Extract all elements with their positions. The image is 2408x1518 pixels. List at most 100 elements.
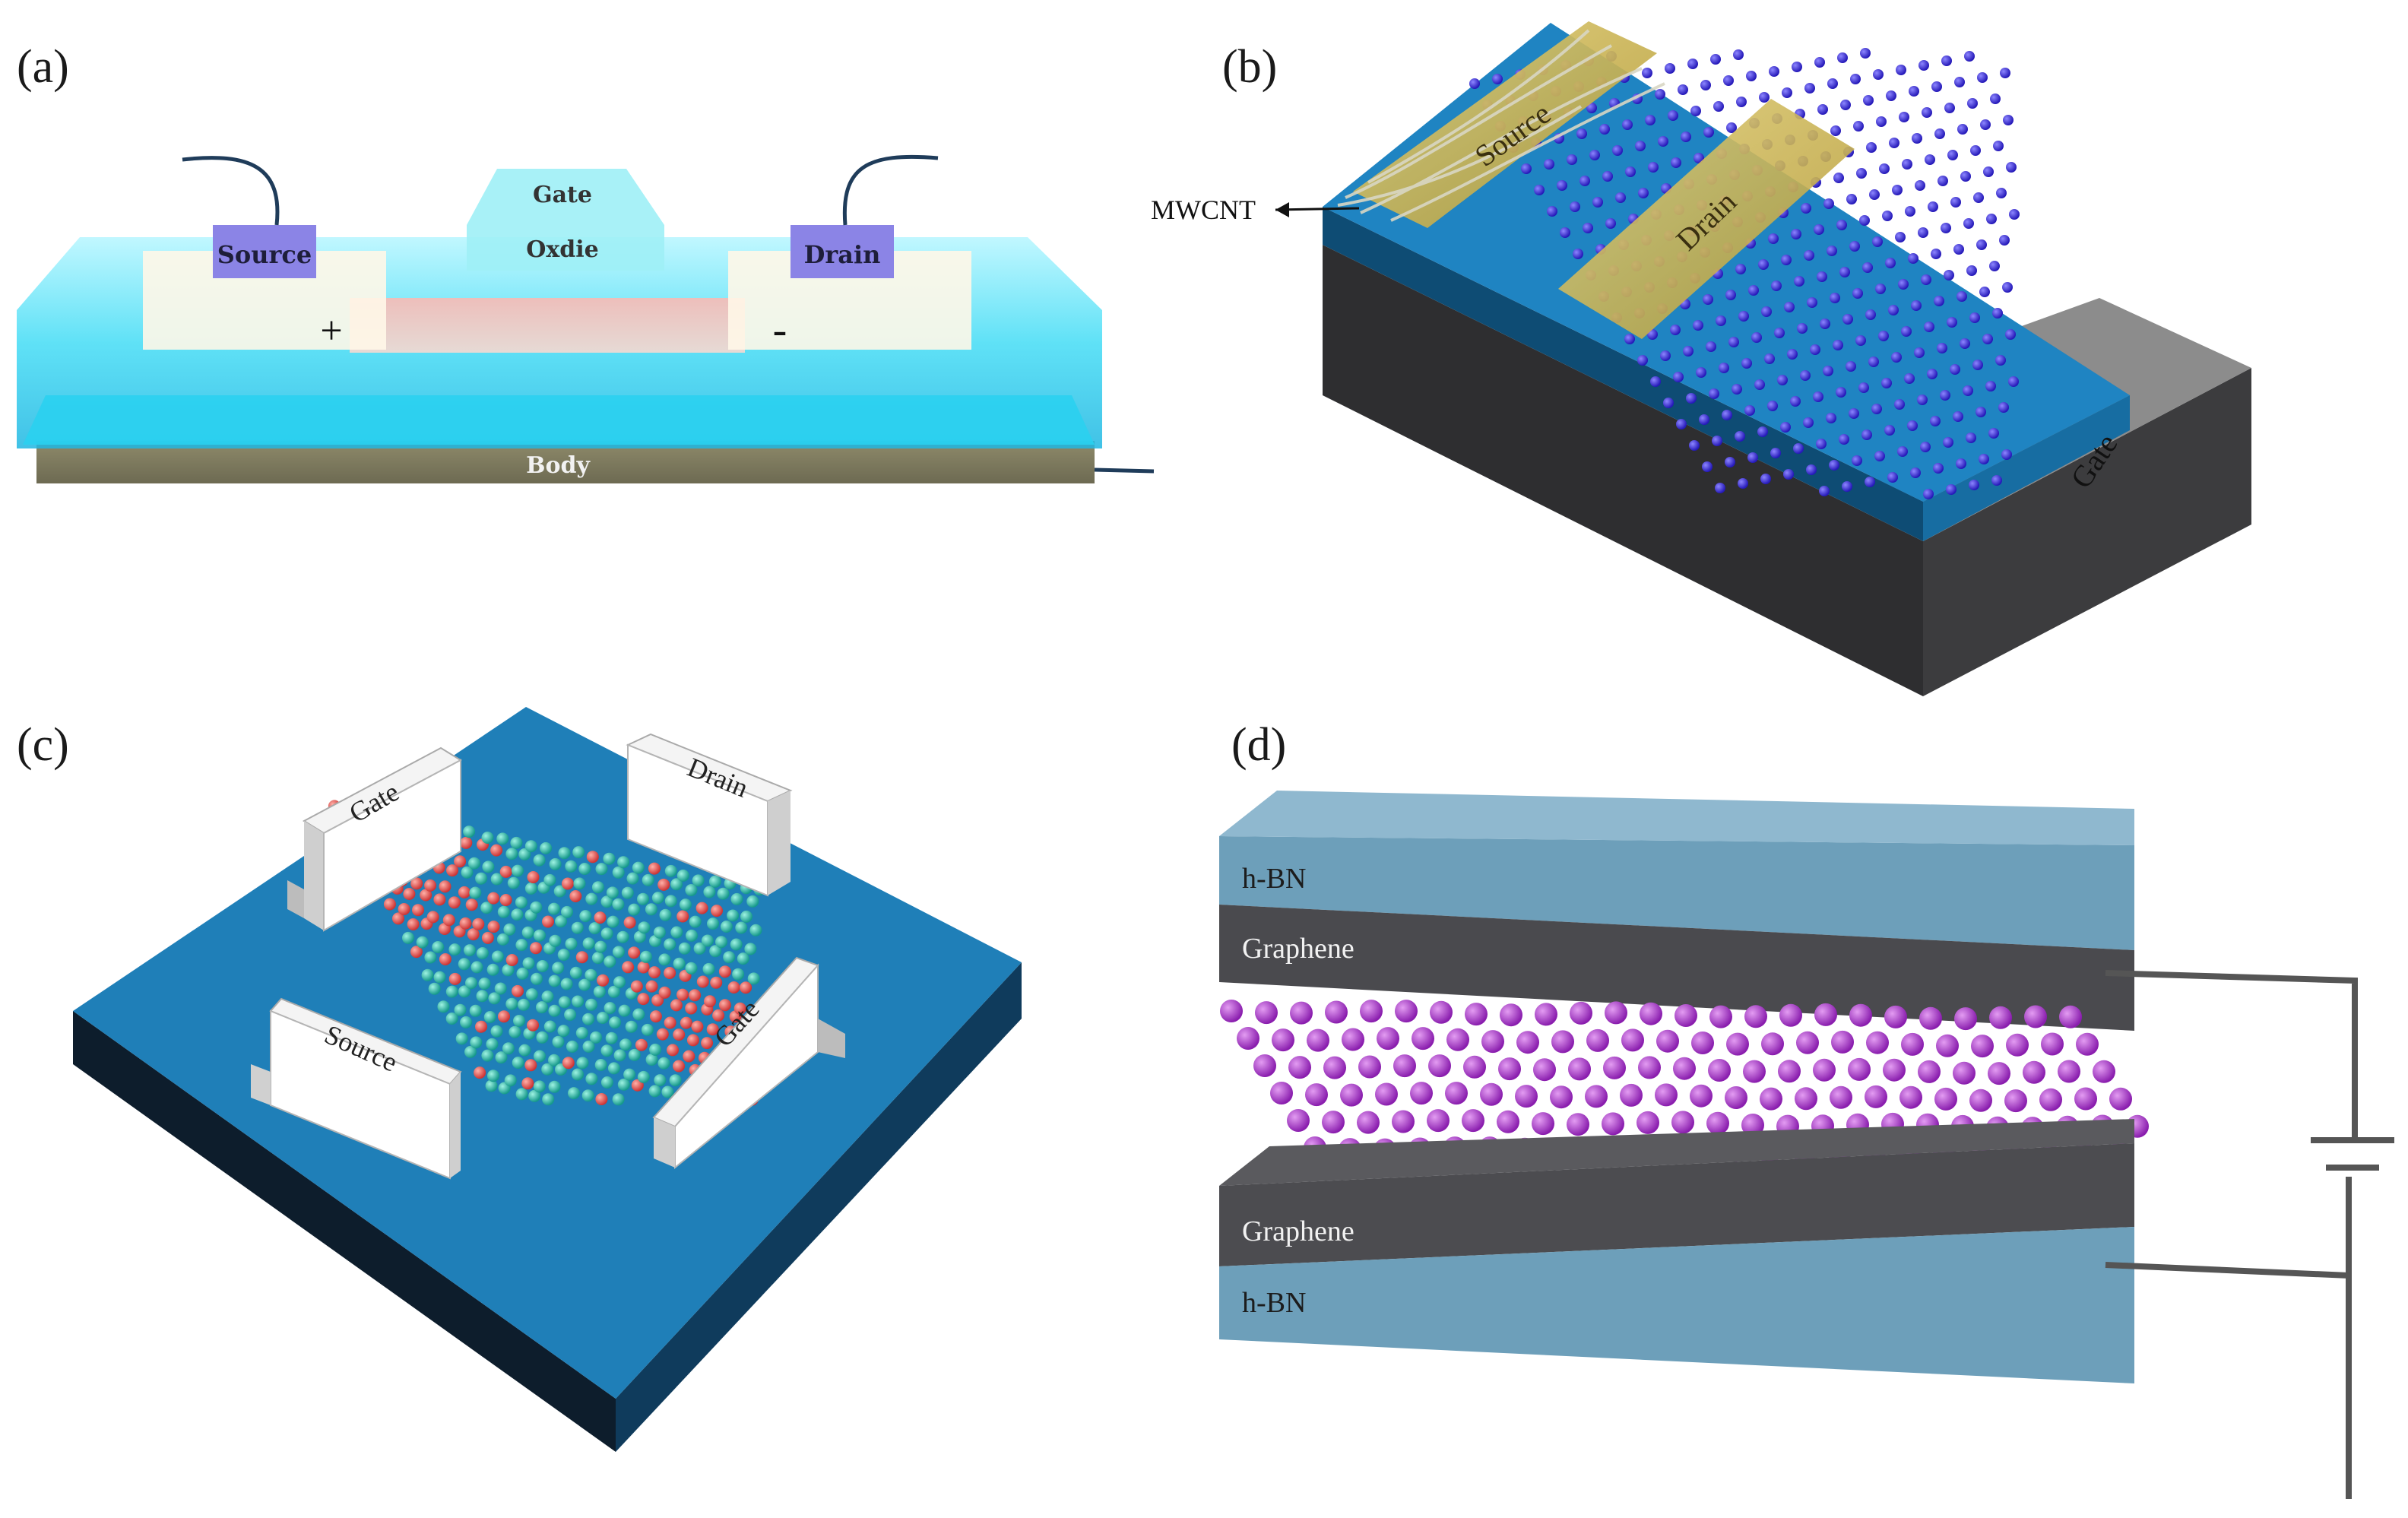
blue-atom (1676, 419, 1687, 429)
teal-atom (657, 1057, 670, 1070)
blue-atom (1941, 223, 1951, 233)
teal-atom (502, 964, 515, 977)
purple-atom (1620, 1083, 1643, 1107)
blue-atom (1754, 379, 1765, 390)
blue-atom (1767, 401, 1778, 411)
battery-icon (2311, 1137, 2394, 1171)
purple-atom (1726, 1032, 1749, 1056)
teal-atom (496, 933, 509, 946)
teal-atom (641, 1023, 654, 1036)
gate-label-a: Gate (533, 182, 592, 208)
body-plate (36, 441, 1095, 483)
purple-atom (2109, 1087, 2132, 1111)
red-atom (392, 912, 404, 925)
purple-atom (1830, 1085, 1852, 1109)
purple-atom (1481, 1030, 1504, 1054)
blue-atom (1687, 59, 1698, 69)
teal-atom (626, 872, 639, 885)
blue-atom (1865, 309, 1876, 320)
red-atom (521, 1077, 534, 1090)
blue-atom (1797, 323, 1808, 334)
teal-atom (512, 1057, 524, 1069)
purple-atom (1849, 1003, 1872, 1027)
teal-atom (578, 978, 591, 991)
blue-atom (1744, 405, 1755, 416)
graphene-top-front (1219, 905, 2134, 1031)
blue-atom (1979, 454, 1989, 464)
blue-atom (1976, 239, 1987, 250)
red-atom (623, 916, 636, 929)
teal-atom (543, 1020, 556, 1033)
blue-atom (1881, 378, 1892, 388)
blue-atom (1793, 443, 1804, 454)
teal-atom (565, 860, 578, 873)
purple-atom (1901, 1032, 1924, 1056)
blue-atom (1896, 65, 1906, 75)
teal-atom (572, 1068, 584, 1081)
drain-label-a: Drain (804, 240, 881, 269)
teal-atom (621, 886, 634, 899)
blue-atom (1783, 469, 1794, 480)
blue-atom (1764, 353, 1775, 364)
red-atom (628, 946, 641, 959)
red-atom (595, 1093, 608, 1105)
teal-atom (521, 926, 534, 939)
blue-atom (1858, 382, 1869, 393)
blue-atom (1663, 398, 1674, 408)
red-atom (733, 1002, 746, 1015)
teal-atom (507, 876, 520, 889)
teal-atom (735, 921, 748, 934)
blue-layer-right (1923, 395, 2130, 541)
teal-atom (661, 1085, 674, 1098)
purple-atom (1813, 1058, 1836, 1082)
teal-atom (552, 962, 565, 974)
teal-atom (619, 1038, 632, 1051)
blue-atom (1950, 197, 1961, 208)
hbn-bottom-label: h-BN (1242, 1287, 1306, 1319)
teal-atom (511, 908, 524, 921)
teal-atom (612, 898, 625, 911)
blue-atom (1901, 326, 1912, 337)
red-atom (505, 954, 518, 966)
blue-atom (1769, 66, 1779, 77)
blue-atom (1738, 478, 1748, 489)
blue-atom (1681, 132, 1691, 142)
mwcnt-label: MWCNT (1151, 195, 1256, 225)
purple-atom (1340, 1083, 1363, 1107)
blue-atom (1823, 198, 1834, 209)
blue-atom (1725, 457, 1735, 467)
blue-atom (1846, 194, 1857, 204)
blue-atom (1699, 414, 1709, 425)
purple-atom (1585, 1085, 1608, 1108)
teal-atom (703, 886, 716, 898)
blue-atom (1859, 215, 1870, 226)
purple-atom (1706, 1111, 1729, 1135)
teal-atom (536, 1001, 548, 1014)
channel-region (350, 298, 745, 353)
teal-atom (513, 1015, 525, 1027)
teal-atom (491, 950, 504, 963)
teal-atom (600, 895, 613, 908)
purple-atom (1287, 1109, 1310, 1132)
teal-atom (717, 887, 730, 900)
purple-atom (1568, 1057, 1591, 1081)
red-atom (448, 972, 461, 985)
blue-atom (1826, 413, 1836, 423)
red-atom (656, 1028, 669, 1041)
teal-atom (585, 892, 598, 905)
red-atom (575, 951, 588, 964)
teal-atom (568, 1087, 580, 1100)
blue-atom (1829, 460, 1839, 471)
teal-atom (488, 992, 501, 1005)
red-atom (637, 993, 650, 1006)
teal-atom (590, 1031, 602, 1044)
hbn-top-label: h-BN (1242, 863, 1306, 895)
red-atom (680, 1016, 692, 1029)
blue-atom (1953, 244, 1964, 255)
teal-atom (543, 873, 556, 886)
purple-atom (1814, 1003, 1837, 1026)
blue-atom (1790, 396, 1801, 407)
blue-atom (1991, 475, 2002, 486)
blue-atom (1967, 98, 1978, 109)
red-atom (446, 864, 459, 877)
